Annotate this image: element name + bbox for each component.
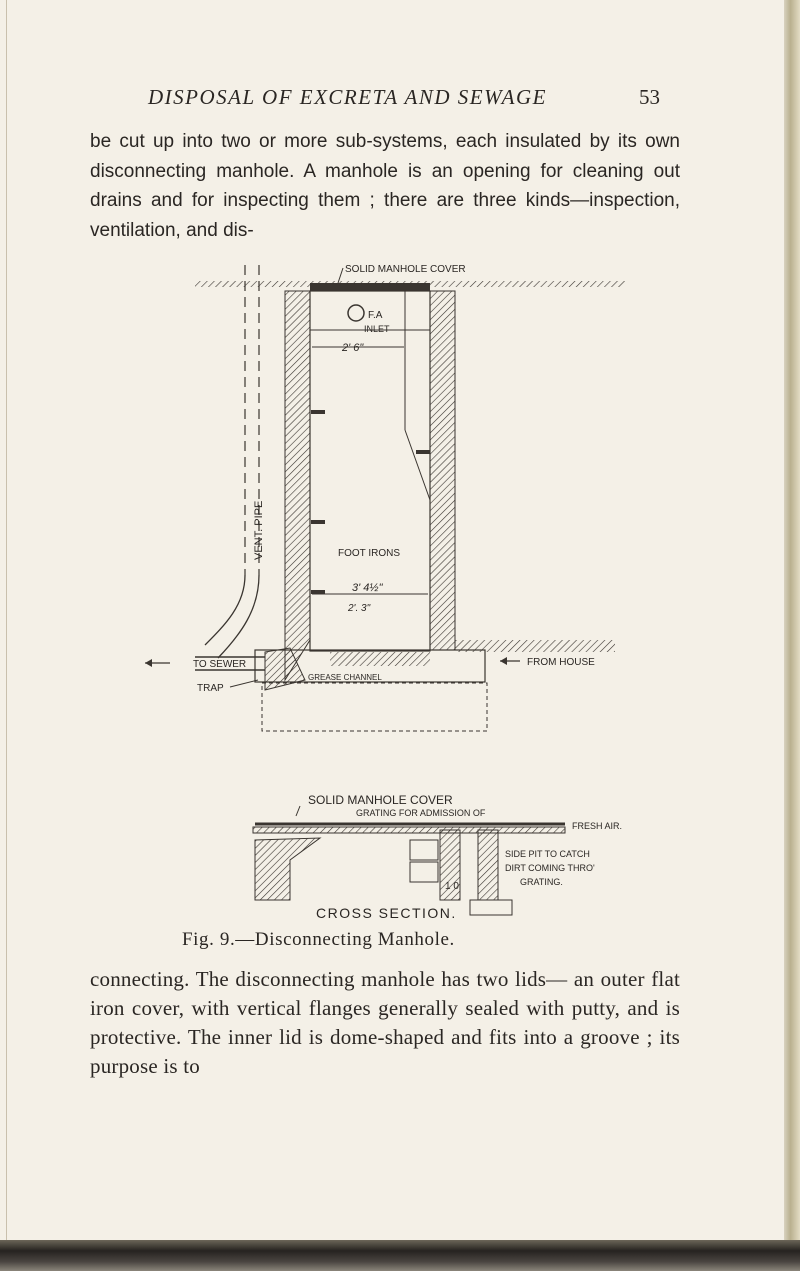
page-bottom-edge: [0, 1240, 800, 1271]
foundation: [261, 682, 488, 732]
cross-section-figure: [0, 240, 784, 770]
svg-text:VENT. PIPE: VENT. PIPE: [253, 501, 265, 560]
paragraph-bottom: connecting. The disconnecting manhole ha…: [90, 967, 680, 1078]
svg-text:3' 4½": 3' 4½": [352, 582, 384, 594]
svg-text:SOLID MANHOLE COVER: SOLID MANHOLE COVER: [345, 264, 466, 275]
svg-text:2' 6": 2' 6": [341, 342, 364, 354]
paragraph-top: be cut up into two or more sub-systems, …: [90, 131, 680, 241]
page-edge-rule: [6, 0, 7, 1240]
base-chamber: [254, 649, 486, 683]
fa-inlet-circle: [347, 304, 365, 322]
running-head: DISPOSAL OF EXCRETA AND SEWAGE: [148, 85, 547, 109]
manhole-cover: [310, 283, 430, 291]
manhole-figure: F.A INLET 2' 6" FOOT IRONS 3' 4½" 2'. 3"…: [145, 264, 625, 732]
svg-text:TRAP: TRAP: [197, 683, 224, 694]
grease-channel: [330, 652, 430, 666]
svg-text:INLET: INLET: [364, 324, 390, 334]
page-number: 53: [639, 85, 660, 109]
svg-text:GREASE CHANNEL: GREASE CHANNEL: [308, 673, 382, 682]
book-gutter: [784, 0, 800, 1271]
shaft: [309, 290, 431, 652]
trap: [264, 647, 306, 691]
svg-text:2'. 3": 2'. 3": [347, 603, 371, 614]
house-drain-pipe: [455, 640, 615, 652]
svg-text:FROM HOUSE: FROM HOUSE: [527, 657, 595, 668]
vent-pipe: [204, 265, 260, 659]
svg-text:TO SEWER: TO SEWER: [193, 659, 246, 670]
svg-text:FOOT IRONS: FOOT IRONS: [338, 548, 400, 559]
svg-text:F.A: F.A: [368, 310, 383, 321]
book-page: [0, 0, 784, 1240]
foot-irons: [311, 410, 430, 594]
figure-caption: Fig. 9.—Disconnecting Manhole.: [182, 929, 455, 950]
cross-section-title: CROSS SECTION.: [316, 905, 457, 921]
